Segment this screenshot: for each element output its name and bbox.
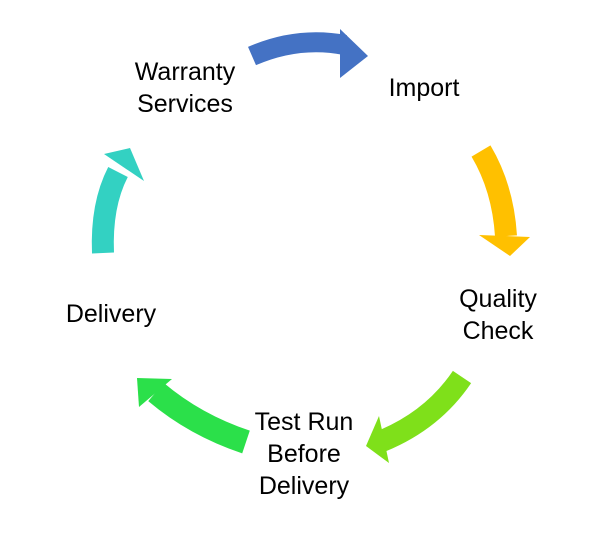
step-label-line: Test Run	[254, 408, 354, 436]
arrow-quality-to-testrun	[366, 370, 472, 463]
arrow-shaft	[91, 166, 128, 254]
step-label-warranty-services: Warranty Services	[110, 56, 260, 120]
arrow-head	[104, 148, 144, 181]
step-label-line: Before	[267, 440, 341, 468]
step-label-test-run-before-delivery: Test Run Before Delivery	[224, 406, 384, 502]
step-label-quality-check: Quality Check	[428, 283, 568, 347]
step-label-delivery: Delivery	[46, 298, 176, 330]
step-label-import: Import	[364, 72, 484, 104]
step-label-line: Services	[137, 90, 233, 118]
arrow-head	[366, 416, 389, 463]
arrow-delivery-to-warranty	[91, 148, 144, 254]
step-label-line: Delivery	[65, 300, 157, 328]
arrow-head	[137, 378, 172, 407]
arrow-shaft	[248, 32, 347, 66]
arrow-shaft	[377, 370, 472, 452]
step-label-line: Warranty	[134, 58, 236, 86]
arrow-testrun-to-delivery	[137, 378, 250, 454]
step-label-line: Import	[388, 74, 460, 102]
step-label-line: Check	[462, 317, 534, 345]
step-label-line: Delivery	[258, 472, 350, 500]
arrow-head	[479, 235, 530, 256]
arrow-shaft	[148, 382, 250, 454]
arrow-warranty-to-import	[248, 29, 368, 78]
step-label-line: Quality	[459, 285, 537, 313]
arrow-head	[340, 29, 368, 78]
arrow-shaft	[471, 145, 517, 237]
arrow-import-to-quality	[471, 145, 530, 256]
